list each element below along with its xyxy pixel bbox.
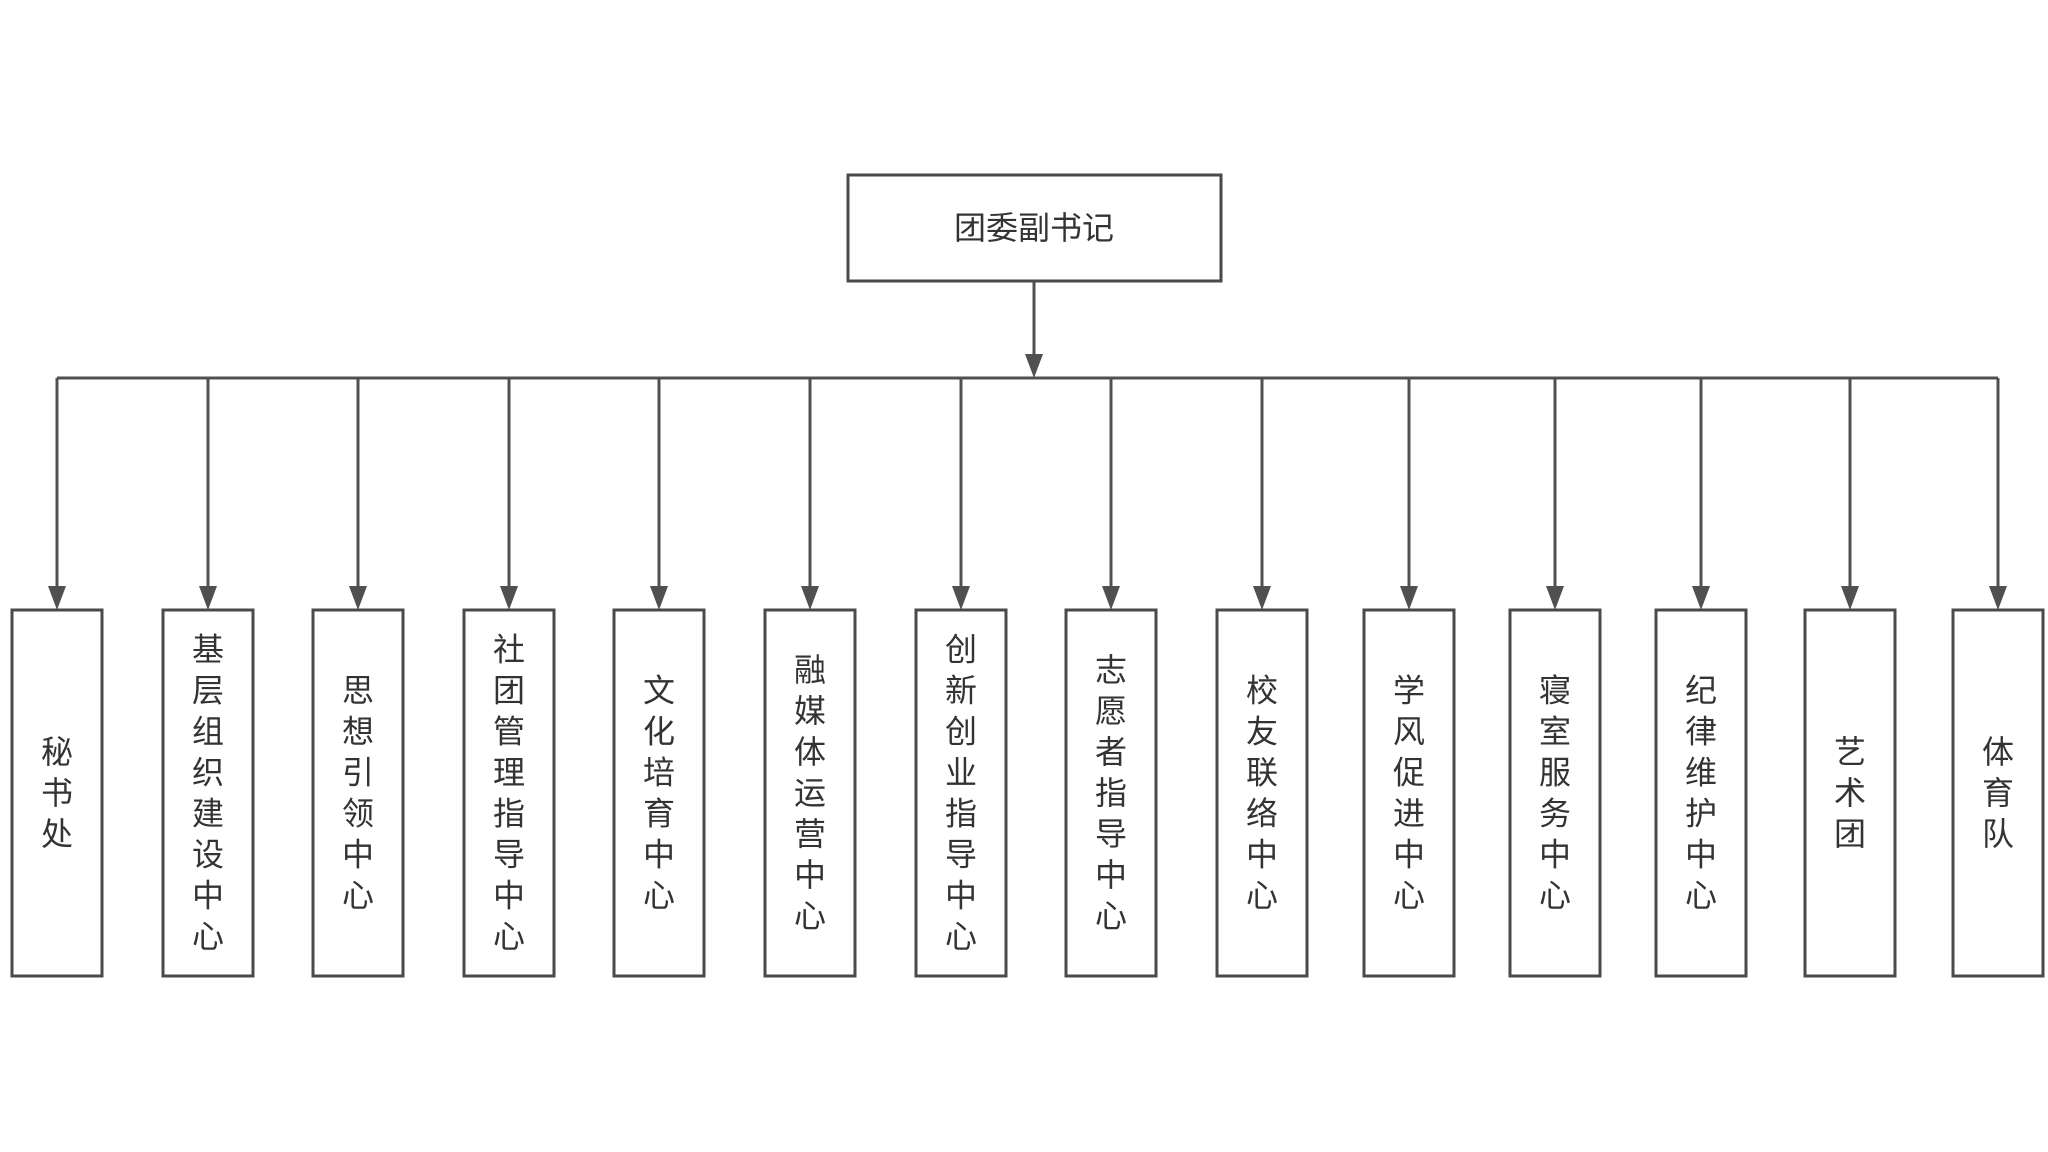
root-label: 团委副书记 — [954, 209, 1114, 247]
child-box — [763, 608, 857, 978]
child-box — [1508, 608, 1602, 978]
child-box — [1654, 608, 1748, 978]
child-box — [1951, 608, 2045, 978]
child-label: 文化培育中心 — [643, 672, 675, 915]
child-label: 基层组织建设中心 — [192, 631, 224, 956]
drop-arrowhead — [199, 586, 217, 610]
child-box — [462, 608, 556, 978]
child-box — [1803, 608, 1897, 978]
child-label: 校友联络中心 — [1246, 672, 1278, 915]
child-node: 寝室服务中心 — [1508, 608, 1602, 978]
root-stem-arrowhead — [1025, 354, 1043, 378]
child-label: 艺术团 — [1834, 733, 1866, 853]
drop-arrowhead — [1692, 586, 1710, 610]
child-node: 体育队 — [1951, 608, 2045, 978]
child-node: 文化培育中心 — [612, 608, 706, 978]
child-label: 融媒体运营中心 — [794, 651, 826, 935]
child-label: 思想引领中心 — [342, 672, 374, 915]
child-node: 思想引领中心 — [311, 608, 405, 978]
child-node: 秘书处 — [10, 608, 104, 978]
child-node: 基层组织建设中心 — [161, 608, 255, 978]
drop-arrowhead — [650, 586, 668, 610]
child-box — [10, 608, 104, 978]
drop-arrowhead — [1546, 586, 1564, 610]
child-nodes: 秘书处 基层组织建设中心 思想引领中心 社团管理指导中心 文化培育中心 融媒体运营中心 创新… — [10, 608, 2045, 978]
child-label: 志愿者指导中心 — [1095, 651, 1127, 935]
drop-arrowhead — [349, 586, 367, 610]
child-node: 志愿者指导中心 — [1064, 608, 1158, 978]
child-node: 校友联络中心 — [1215, 608, 1309, 978]
child-label: 秘书处 — [41, 733, 73, 853]
child-node: 艺术团 — [1803, 608, 1897, 978]
child-box — [1215, 608, 1309, 978]
child-label: 创新创业指导中心 — [945, 631, 977, 956]
drop-arrowhead — [48, 586, 66, 610]
drop-arrowhead — [801, 586, 819, 610]
root-node: 团委副书记 — [846, 173, 1223, 283]
child-box — [161, 608, 255, 978]
child-box — [1064, 608, 1158, 978]
root-box — [846, 173, 1223, 283]
child-node: 纪律维护中心 — [1654, 608, 1748, 978]
child-box — [311, 608, 405, 978]
child-node: 创新创业指导中心 — [914, 608, 1008, 978]
drop-arrowhead — [1400, 586, 1418, 610]
child-label: 体育队 — [1982, 733, 2014, 853]
child-box — [612, 608, 706, 978]
child-label: 学风促进中心 — [1393, 672, 1425, 915]
child-box — [1362, 608, 1456, 978]
child-label: 纪律维护中心 — [1685, 672, 1717, 915]
child-node: 社团管理指导中心 — [462, 608, 556, 978]
drop-arrowhead — [1102, 586, 1120, 610]
drop-arrowhead — [1253, 586, 1271, 610]
connector-lines — [48, 281, 2007, 610]
child-box — [914, 608, 1008, 978]
drop-arrowhead — [500, 586, 518, 610]
drop-arrowhead — [1841, 586, 1859, 610]
child-label: 社团管理指导中心 — [493, 631, 525, 956]
child-node: 学风促进中心 — [1362, 608, 1456, 978]
drop-arrowhead — [952, 586, 970, 610]
drop-arrowhead — [1989, 586, 2007, 610]
child-label: 寝室服务中心 — [1539, 672, 1571, 915]
child-node: 融媒体运营中心 — [763, 608, 857, 978]
